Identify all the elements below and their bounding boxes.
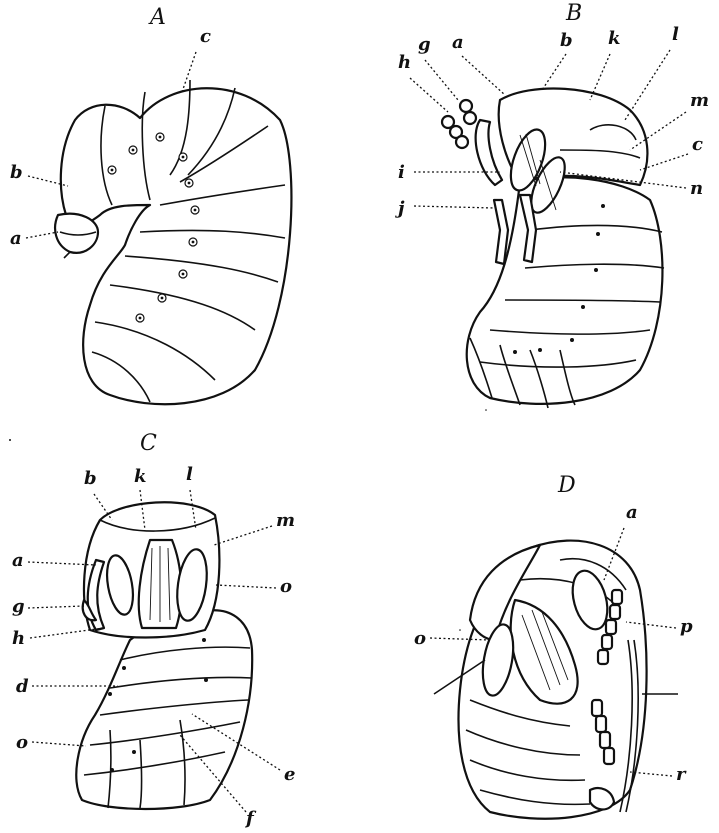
label-a-b: b xyxy=(10,162,23,183)
pupa-c-segments xyxy=(83,517,253,809)
label-c-b: b xyxy=(84,468,97,489)
larva-body xyxy=(59,87,293,406)
figure-c-pupa-ventral: C b k l xyxy=(12,431,295,829)
label-c-h: h xyxy=(12,628,25,649)
figure-b-pupa-side: B xyxy=(395,1,709,409)
label-a-a: a xyxy=(10,228,22,249)
label-b-k: k xyxy=(608,28,620,49)
label-d-o: o xyxy=(414,628,426,649)
pupa-c-appendages xyxy=(81,538,208,632)
label-a-c: c xyxy=(200,26,211,47)
caption-a: A xyxy=(148,5,166,30)
label-b-l: l xyxy=(672,24,679,45)
pupa-d-antenna xyxy=(596,588,624,666)
label-c-d: d xyxy=(16,676,29,697)
label-b-c: c xyxy=(692,134,703,155)
pupa-b-antenna-club xyxy=(440,98,478,150)
pupa-c-abdomen xyxy=(75,609,254,811)
label-b-a: a xyxy=(452,32,464,53)
label-c-e: e xyxy=(284,764,295,785)
pupa-b-spiracle-dots xyxy=(513,204,605,354)
pupa-b-appendages xyxy=(440,98,566,266)
caption-c: C xyxy=(140,431,157,456)
pupa-c-dots xyxy=(108,638,208,772)
pupa-d-appendages xyxy=(481,569,639,813)
label-b-g: g xyxy=(418,34,431,55)
paper-specks xyxy=(9,409,487,631)
label-c-o2: o xyxy=(16,732,28,753)
label-b-n: n xyxy=(690,178,703,199)
figure-a-larva: A c xyxy=(10,5,293,406)
pupa-b-segments xyxy=(469,124,665,409)
label-c-a: a xyxy=(12,550,24,571)
label-b-m: m xyxy=(690,90,709,111)
label-c-g: g xyxy=(12,596,25,617)
label-d-a: a xyxy=(626,502,638,523)
label-c-o: o xyxy=(280,576,292,597)
larva-head xyxy=(54,212,100,254)
caption-d: D xyxy=(557,473,576,498)
label-b-j: j xyxy=(395,198,405,219)
label-c-l: l xyxy=(186,464,193,485)
label-b-i: i xyxy=(398,162,405,183)
larva-segment-lines xyxy=(91,79,286,403)
label-c-m: m xyxy=(276,510,295,531)
caption-b: B xyxy=(565,1,582,26)
pupa-d-back xyxy=(468,543,542,642)
label-d-p: p xyxy=(680,616,693,637)
label-c-k: k xyxy=(134,466,146,487)
label-b-b: b xyxy=(560,30,573,51)
pupa-d-leg xyxy=(590,639,639,813)
larva-mandible xyxy=(59,231,97,259)
figure-d-pupa-lateral: D xyxy=(414,473,693,820)
pupa-b-body xyxy=(465,176,664,405)
label-b-h: h xyxy=(398,52,411,73)
larva-spiracles xyxy=(107,132,200,323)
label-d-r: r xyxy=(676,764,687,785)
